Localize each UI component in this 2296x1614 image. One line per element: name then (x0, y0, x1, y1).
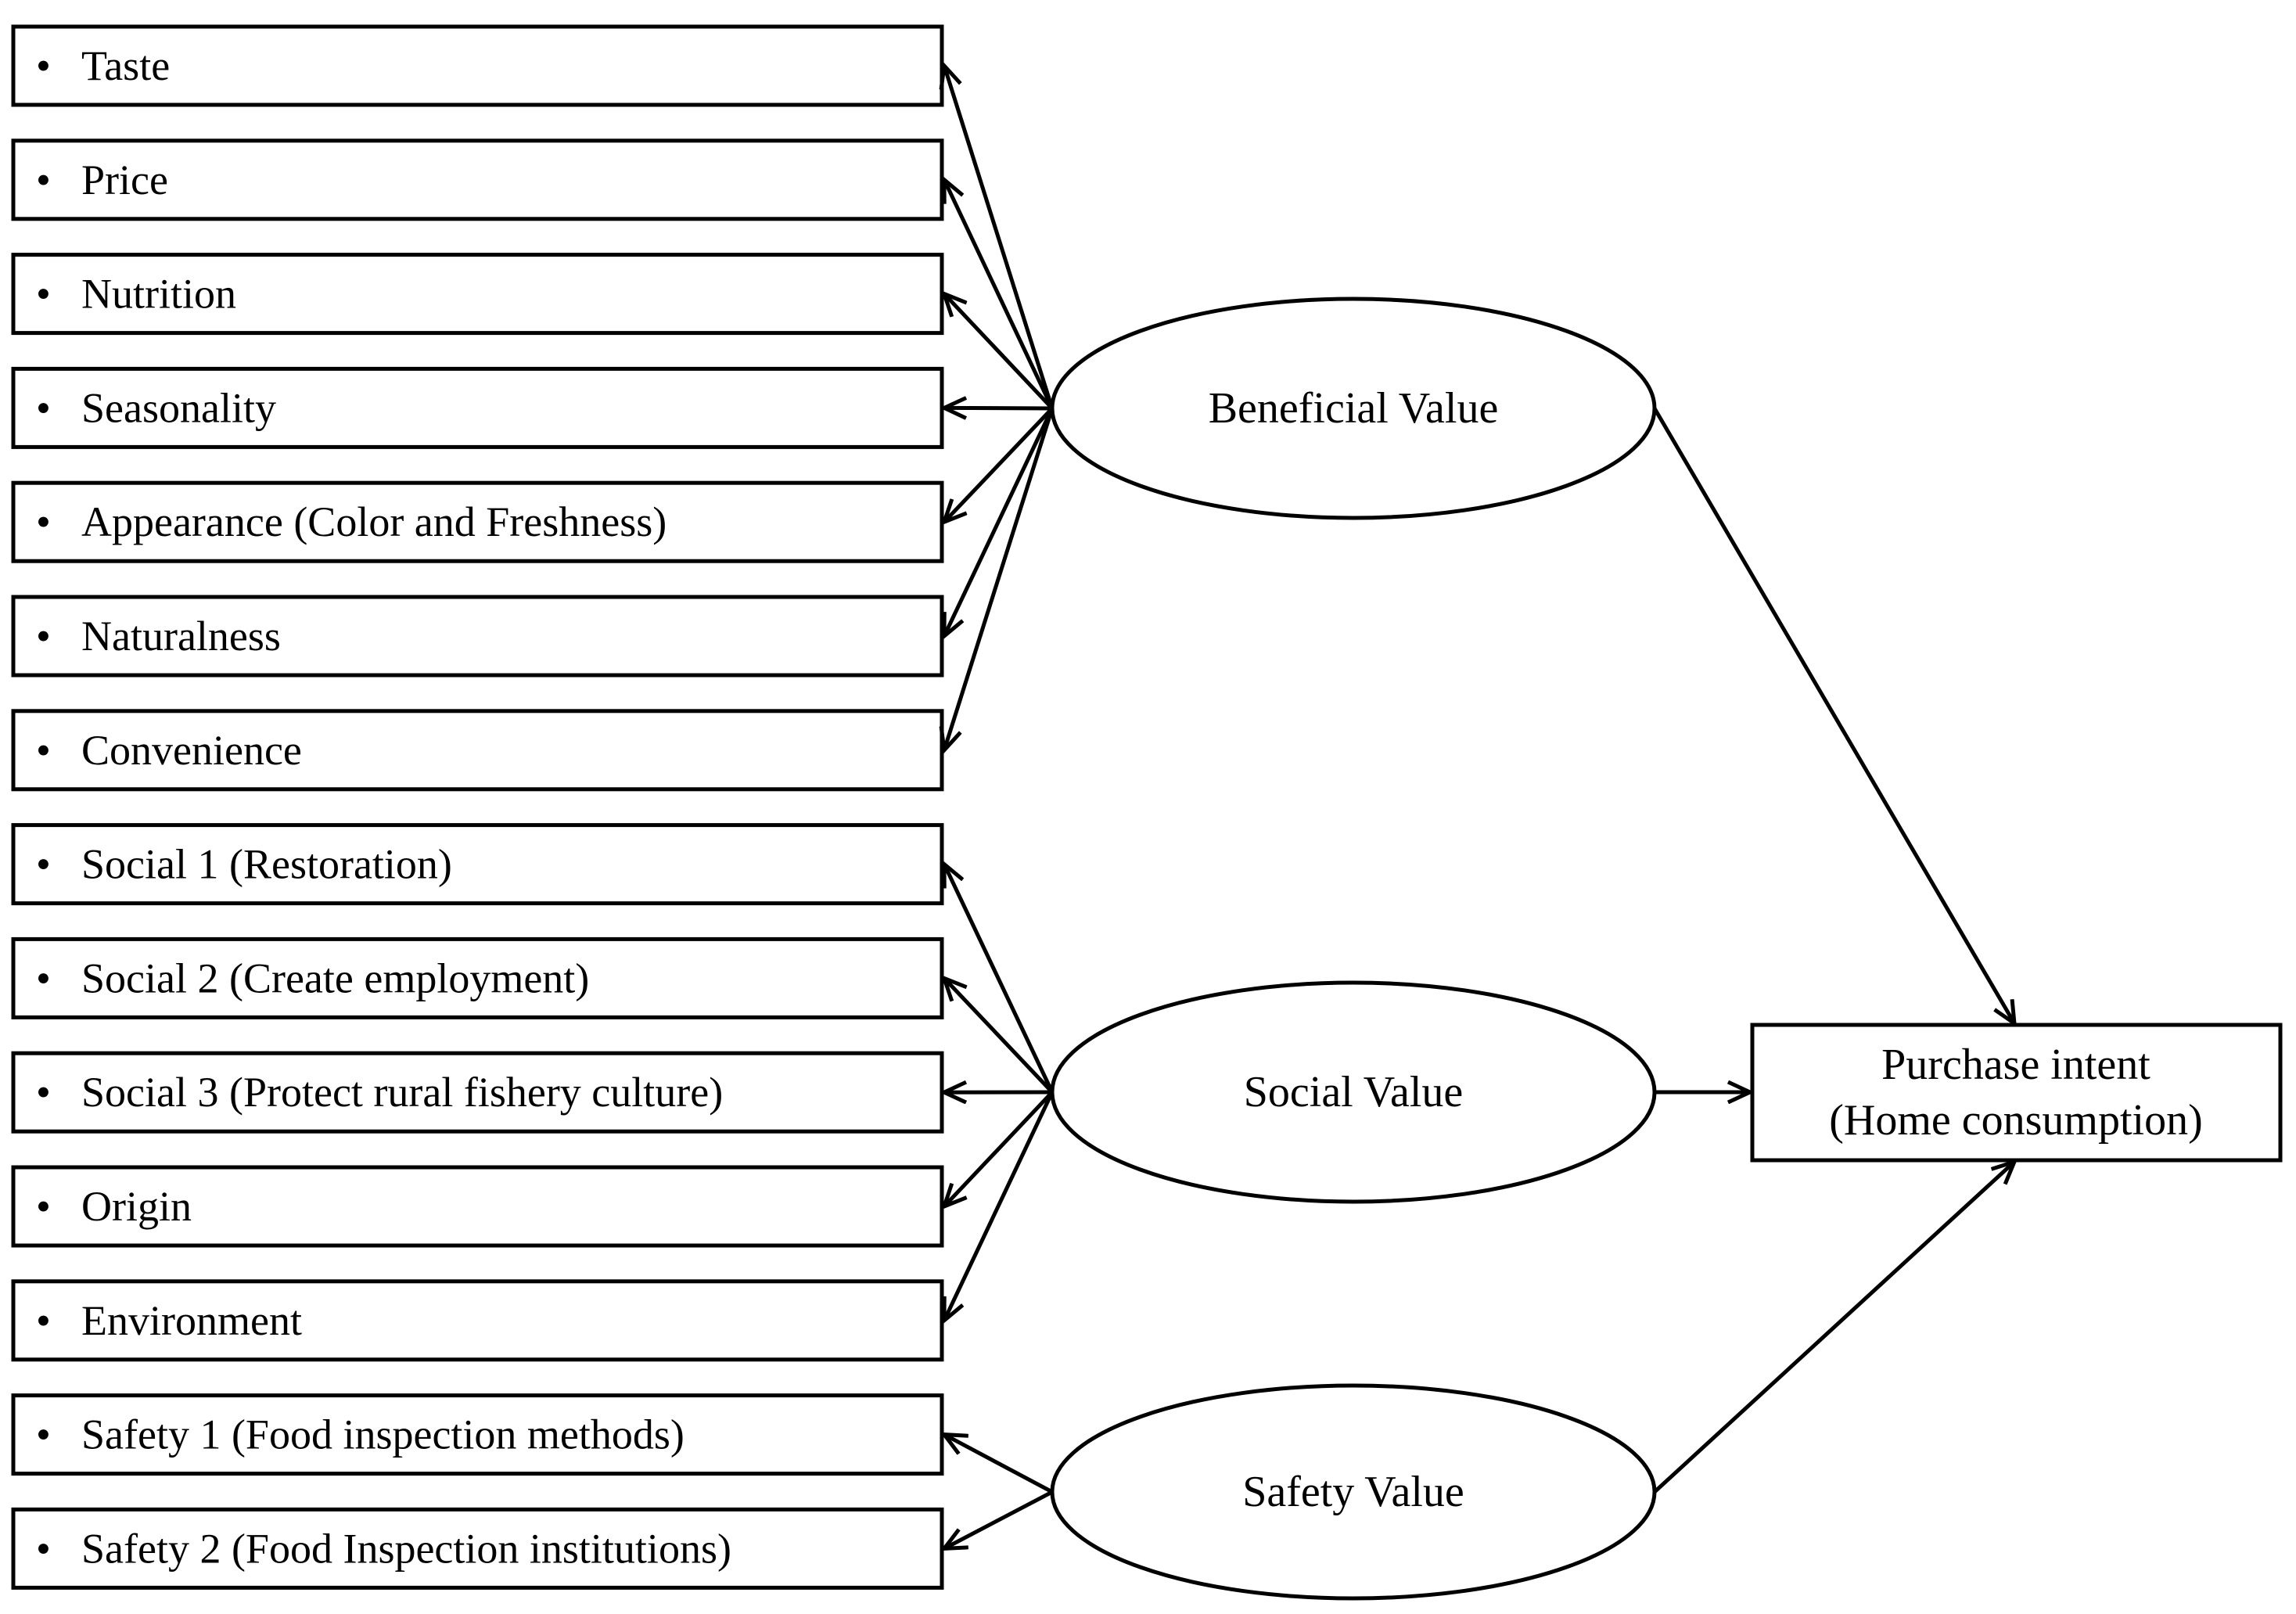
indicator-box (11, 24, 944, 107)
path-arrows (944, 66, 2014, 1548)
loading-arrow (944, 1091, 1054, 1206)
loading-arrow (944, 294, 1054, 410)
construct-label: Social Value (1244, 1068, 1463, 1116)
indicator-item: • Naturalness (11, 595, 944, 678)
indicator-item: • Environment (11, 1279, 944, 1362)
bullet-glyph: • (36, 613, 51, 660)
loading-arrow (944, 1435, 1054, 1494)
indicator-label: Safety 2 (Food Inspection institutions) (81, 1525, 731, 1572)
bullet-glyph: • (36, 42, 51, 89)
arrow-safety-to-purchase (1653, 1162, 2014, 1494)
bullet-glyph: • (36, 1297, 51, 1344)
indicator-box (11, 1393, 944, 1476)
indicator-label: Social 1 (Restoration) (81, 841, 452, 888)
construct-social-value: Social Value (1050, 980, 1657, 1204)
loading-arrow (944, 180, 1055, 410)
indicator-item: • Safety 2 (Food Inspection institutions) (11, 1507, 944, 1590)
indicator-label: Convenience (81, 727, 302, 774)
indicator-box (11, 595, 944, 678)
loading-arrow (944, 66, 1055, 409)
indicator-item: • Social 1 (Restoration) (11, 823, 944, 906)
loading-arrow (944, 1091, 1055, 1321)
construct-ellipse (1050, 1383, 1657, 1601)
construct-label: Safety Value (1242, 1468, 1464, 1516)
indicator-item: • Taste (11, 24, 944, 107)
indicator-label: Price (81, 156, 168, 203)
indicator-items: • Taste • Price • Nutrition • Seasonality • Appea… (11, 24, 944, 1590)
bullet-glyph: • (36, 498, 51, 545)
indicator-box (11, 138, 944, 221)
indicator-label: Social 2 (Create employment) (81, 954, 589, 1001)
indicator-item: • Origin (11, 1165, 944, 1248)
indicator-box (11, 1507, 944, 1590)
indicator-label: Appearance (Color and Freshness) (81, 498, 667, 545)
arrow-beneficial-to-purchase (1652, 407, 2014, 1023)
bullet-glyph: • (36, 1525, 51, 1572)
indicator-box (11, 936, 944, 1019)
indicator-label: Taste (81, 42, 170, 89)
indicator-item: • Price (11, 138, 944, 221)
indicator-item: • Nutrition (11, 253, 944, 336)
loading-arrow (944, 1490, 1054, 1548)
bullet-glyph: • (36, 954, 51, 1001)
construct-label: Beneficial Value (1209, 384, 1499, 433)
indicator-label: Safety 1 (Food inspection methods) (81, 1411, 684, 1458)
indicator-label: Social 3 (Protect rural fishery culture) (81, 1069, 723, 1116)
indicator-item: • Appearance (Color and Freshness) (11, 480, 944, 563)
bullet-glyph: • (36, 1411, 51, 1458)
loading-arrow (944, 408, 1055, 750)
indicator-box (11, 480, 944, 563)
indicator-item: • Seasonality (11, 366, 944, 449)
bullet-glyph: • (36, 1183, 51, 1230)
indicator-item: • Convenience (11, 709, 944, 792)
indicator-label: Origin (81, 1183, 192, 1230)
indicator-item: • Safety 1 (Food inspection methods) (11, 1393, 944, 1476)
construct-beneficial-value: Beneficial Value (1050, 297, 1657, 520)
bullet-glyph: • (36, 727, 51, 774)
bullet-glyph: • (36, 271, 51, 318)
loading-arrow (944, 865, 1055, 1094)
indicator-box (11, 1051, 944, 1134)
construct-safety-value: Safety Value (1050, 1383, 1657, 1601)
construct-ellipse (1050, 297, 1657, 520)
indicator-label: Seasonality (81, 384, 276, 431)
indicator-item: • Social 2 (Create employment) (11, 936, 944, 1019)
loading-arrow (944, 407, 1054, 522)
indicator-box (11, 253, 944, 336)
indicator-label: Nutrition (81, 271, 236, 318)
bullet-glyph: • (36, 841, 51, 888)
indicator-label: Environment (81, 1297, 302, 1344)
loading-arrow (944, 407, 1055, 636)
indicator-box (11, 709, 944, 792)
outcome-line-1: Purchase intent (1881, 1041, 2150, 1089)
outcome-box (1750, 1023, 2283, 1163)
loading-arrow (944, 978, 1054, 1094)
bullet-glyph: • (36, 1069, 51, 1116)
outcome-purchase-intent: Purchase intent (Home consumption) (1750, 1023, 2283, 1163)
indicator-box (11, 1279, 944, 1362)
bullet-glyph: • (36, 384, 51, 431)
construct-ellipse (1050, 980, 1657, 1204)
indicator-label: Naturalness (81, 613, 281, 660)
outcome-line-2: (Home consumption) (1829, 1096, 2202, 1145)
indicator-box (11, 823, 944, 906)
bullet-glyph: • (36, 156, 51, 203)
indicator-item: • Social 3 (Protect rural fishery culture… (11, 1051, 944, 1134)
